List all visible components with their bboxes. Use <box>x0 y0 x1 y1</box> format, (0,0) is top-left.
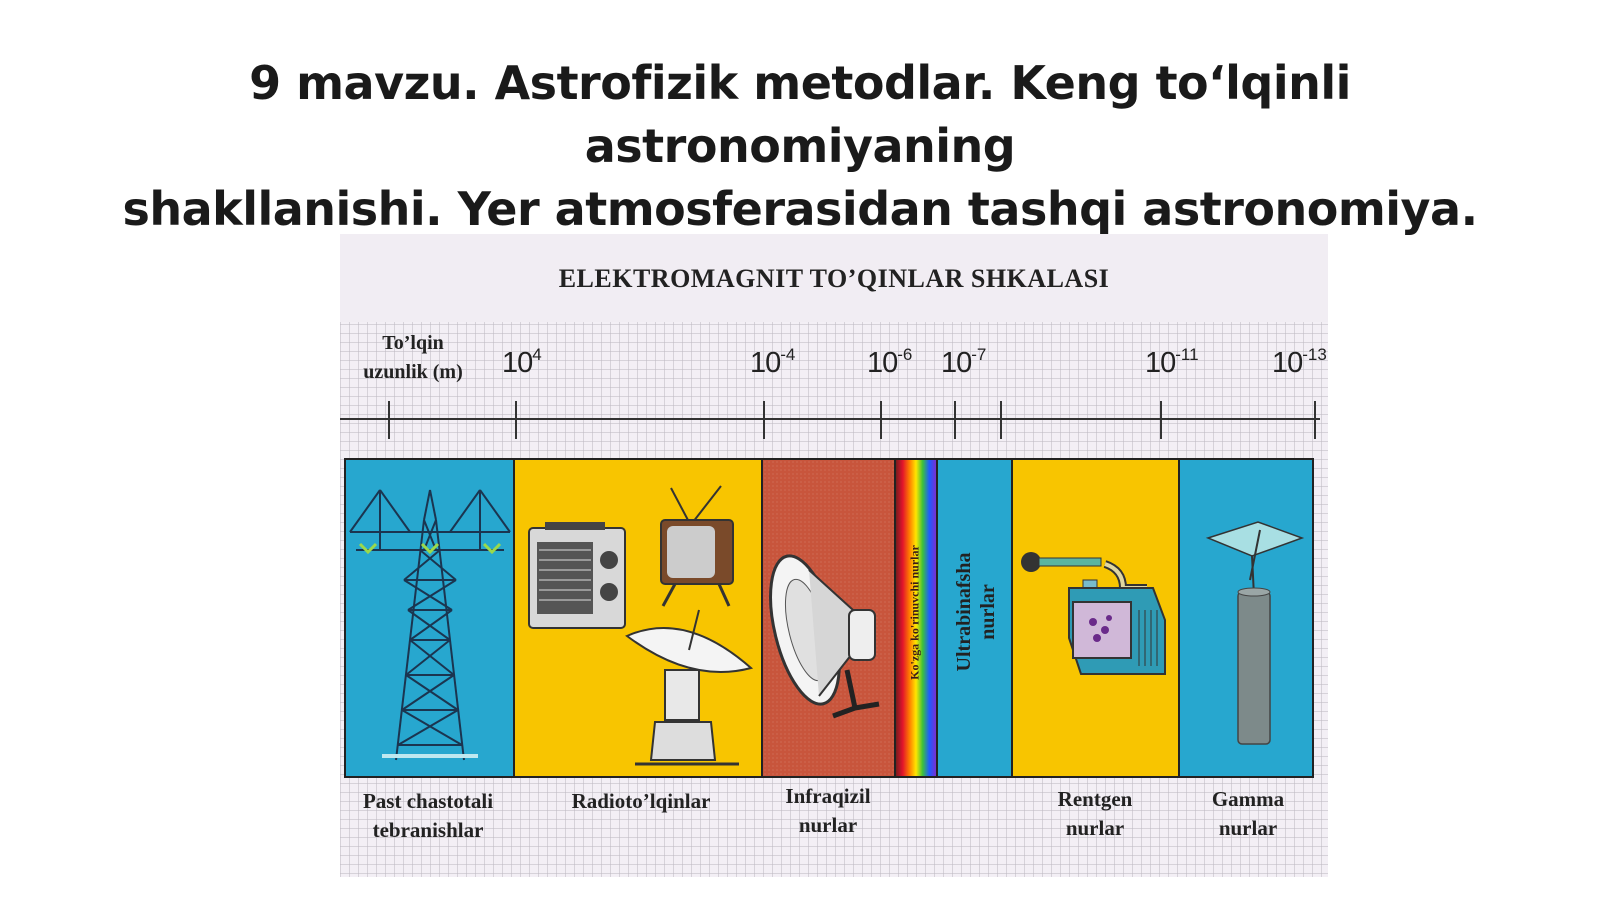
slide-title: 9 mavzu. Astrofizik metodlar. Keng to‘lq… <box>60 52 1540 241</box>
tv-icon <box>660 485 734 607</box>
em-spectrum-figure: ELEKTROMAGNIT TO’QINLAR SHKALASI To’lqin… <box>340 234 1328 877</box>
axis-tick <box>880 401 882 439</box>
spectrum-bands: Ko'zga ko'rinuvchi nurlar Ultrabinafsha … <box>344 458 1314 778</box>
axis-tick <box>1314 401 1316 439</box>
ultraviolet-label: Ultrabinafsha nurlar <box>953 552 999 672</box>
slide-title-line-1: 9 mavzu. Astrofizik metodlar. Keng to‘lq… <box>249 56 1351 173</box>
wavelength-axis-line <box>340 418 1320 420</box>
band-infrared <box>763 460 896 776</box>
visible-label: Ko'zga ko'rinuvchi nurlar <box>907 545 922 680</box>
axis-tick <box>1000 401 1002 439</box>
caption-radio: Radioto’lqinlar <box>571 789 711 813</box>
band-low-frequency <box>346 460 515 776</box>
tick-label-1e-6: 10-6 <box>867 345 913 379</box>
axis-label: To’lqin uzunlik (m) <box>348 329 478 387</box>
figure-header <box>340 234 1328 322</box>
axis-tick <box>515 401 517 439</box>
tick-label-1e-11: 10-11 <box>1145 345 1199 379</box>
radio-icon <box>528 522 626 629</box>
axis-label-line-1: To’lqin <box>382 332 444 354</box>
satellite-dish-icon <box>625 609 754 766</box>
slide-title-line-2: shakllanishi. Yer atmosferasidan tashqi … <box>122 182 1478 236</box>
power-tower-icon <box>349 489 511 761</box>
heat-lamp-icon <box>769 554 880 719</box>
radioactive-source-icon <box>1205 521 1305 745</box>
axis-tick <box>388 401 390 439</box>
axis-tick <box>763 401 765 439</box>
tick-label-1e-7: 10-7 <box>941 345 987 379</box>
tick-label-1e-13: 10-13 <box>1272 345 1327 379</box>
band-xray <box>1013 460 1180 776</box>
axis-tick <box>1160 401 1162 439</box>
figure-title: ELEKTROMAGNIT TO’QINLAR SHKALASI <box>558 264 1110 293</box>
band-gamma <box>1180 460 1312 776</box>
band-radio <box>515 460 763 776</box>
tick-label-1e-4: 10-4 <box>750 345 796 379</box>
xray-machine-icon <box>1021 552 1166 675</box>
band-visible: Ko'zga ko'rinuvchi nurlar <box>896 460 938 776</box>
radio-tv-antenna-icon <box>528 485 754 766</box>
tick-label-1e4: 104 <box>502 345 542 379</box>
axis-label-line-2: uzunlik (m) <box>363 361 463 383</box>
band-ultraviolet: Ultrabinafsha nurlar <box>938 460 1013 776</box>
axis-tick <box>954 401 956 439</box>
